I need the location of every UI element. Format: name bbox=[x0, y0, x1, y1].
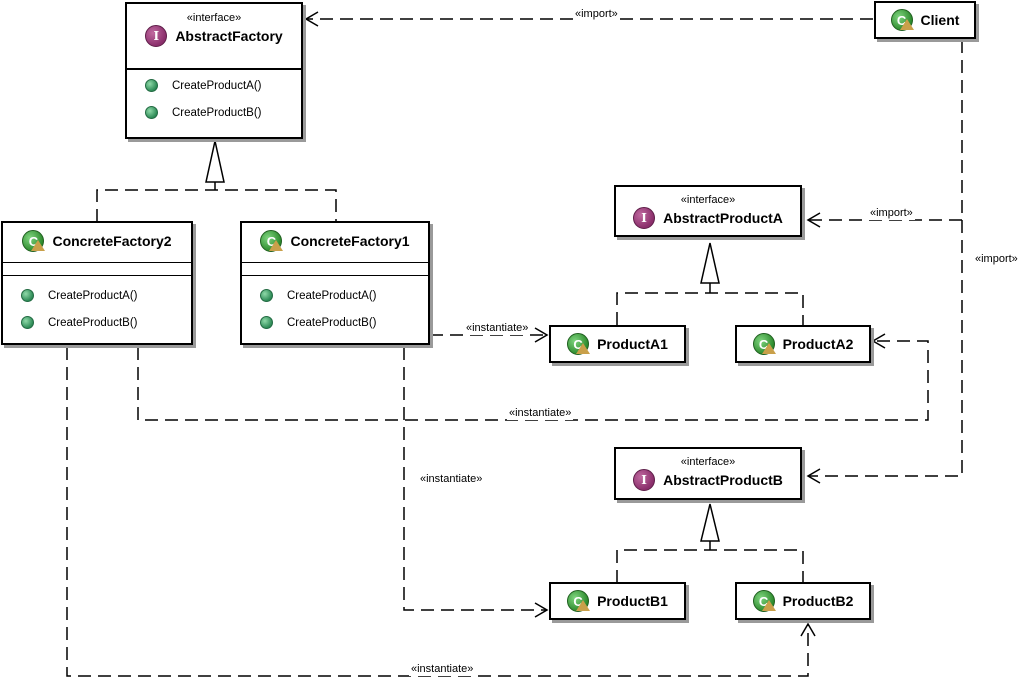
product-a2-box[interactable]: C ProductA2 bbox=[735, 325, 871, 363]
public-method-icon bbox=[145, 106, 158, 119]
instantiate-label-cf1-b1: «instantiate» bbox=[418, 473, 485, 486]
product-b1-box[interactable]: C ProductB1 bbox=[549, 582, 686, 620]
class-name: AbstractProductA bbox=[663, 209, 783, 226]
product-b2-box[interactable]: C ProductB2 bbox=[735, 582, 871, 620]
method-name: CreateProductA() bbox=[172, 79, 262, 92]
method-row: CreateProductA() bbox=[21, 282, 191, 309]
method-name: CreateProductA() bbox=[48, 289, 138, 302]
method-name: CreateProductA() bbox=[287, 289, 377, 302]
class-name: AbstractProductB bbox=[663, 472, 783, 488]
instantiate-label-cf1-a1: «instantiate» bbox=[464, 322, 531, 335]
method-row: CreateProductB() bbox=[21, 309, 191, 336]
interface-stereotype: «interface» bbox=[680, 456, 736, 468]
class-name: ProductB1 bbox=[597, 593, 668, 609]
instantiate-label-cf2-a2: «instantiate» bbox=[507, 407, 574, 420]
class-icon: C bbox=[22, 230, 46, 252]
public-method-icon bbox=[260, 289, 273, 302]
class-icon: C bbox=[567, 590, 591, 612]
class-name: ProductA1 bbox=[597, 336, 668, 352]
class-icon: C bbox=[567, 333, 591, 355]
interface-icon: I bbox=[145, 24, 168, 47]
class-name: ConcreteFactory2 bbox=[52, 233, 172, 249]
client-box[interactable]: C Client bbox=[874, 1, 976, 39]
abstract-product-b-box[interactable]: «interface» I AbstractProductB bbox=[614, 447, 802, 500]
abstract-factory-box[interactable]: «interface» I AbstractFactory CreateProd… bbox=[125, 2, 303, 139]
public-method-icon bbox=[21, 289, 34, 302]
public-method-icon bbox=[21, 316, 34, 329]
class-icon: C bbox=[890, 9, 914, 31]
public-method-icon bbox=[145, 79, 158, 92]
abstract-product-a-box[interactable]: «interface» I AbstractProductA bbox=[614, 185, 802, 237]
class-name: ProductB2 bbox=[782, 593, 854, 609]
method-row: CreateProductA() bbox=[260, 282, 428, 309]
class-icon: C bbox=[752, 590, 776, 612]
concrete-factory2-box[interactable]: C ConcreteFactory2 CreateProductA() Crea… bbox=[1, 221, 193, 345]
method-row: CreateProductA() bbox=[145, 72, 301, 99]
public-method-icon bbox=[260, 316, 273, 329]
class-name: ProductA2 bbox=[782, 336, 854, 352]
concrete-factory1-box[interactable]: C ConcreteFactory1 CreateProductA() Crea… bbox=[240, 221, 430, 345]
interface-stereotype: «interface» bbox=[186, 11, 242, 24]
product-a1-box[interactable]: C ProductA1 bbox=[549, 325, 686, 363]
interface-icon: I bbox=[633, 469, 656, 491]
method-row: CreateProductB() bbox=[145, 99, 301, 126]
instantiate-label-cf2-b2: «instantiate» bbox=[409, 663, 476, 676]
method-name: CreateProductB() bbox=[287, 316, 377, 329]
class-name: AbstractFactory bbox=[175, 27, 283, 44]
method-name: CreateProductB() bbox=[172, 106, 262, 119]
interface-stereotype: «interface» bbox=[680, 193, 736, 206]
method-name: CreateProductB() bbox=[48, 316, 138, 329]
class-icon: C bbox=[260, 230, 284, 252]
interface-icon: I bbox=[633, 206, 656, 229]
import-label-client-productb: «import» bbox=[973, 253, 1020, 266]
method-row: CreateProductB() bbox=[260, 309, 428, 336]
import-label-client-factory: «import» bbox=[573, 8, 620, 21]
class-name: Client bbox=[920, 12, 960, 28]
import-label-client-producta: «import» bbox=[868, 207, 915, 220]
class-name: ConcreteFactory1 bbox=[290, 233, 410, 249]
class-icon: C bbox=[752, 333, 776, 355]
